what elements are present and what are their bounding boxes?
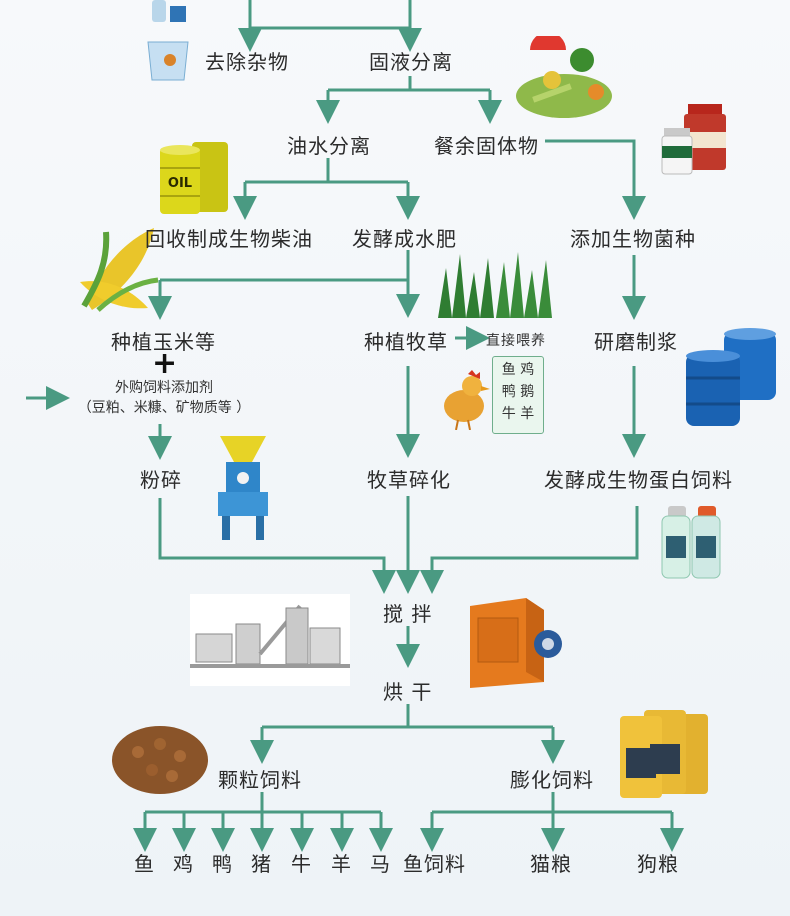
node-dry: 烘 干 xyxy=(383,680,433,704)
node-plant-grass: 种植牧草 xyxy=(364,330,448,354)
node-grind-slurry: 研磨制浆 xyxy=(594,330,678,354)
purchased-feed-detail: （豆粕、米糠、矿物质等 ） xyxy=(77,400,251,416)
node-protein-feed: 发酵成生物蛋白饲料 xyxy=(544,468,733,492)
output-dog-food: 狗粮 xyxy=(637,852,679,876)
node-mix: 搅 拌 xyxy=(383,602,433,626)
node-oil-water-separation: 油水分离 xyxy=(287,134,371,158)
protein-bottles-picture xyxy=(661,506,721,579)
plus-sign: + xyxy=(152,346,179,381)
food-scraps-picture xyxy=(516,36,612,118)
node-biodiesel: 回收制成生物柴油 xyxy=(145,227,313,251)
pellet-feed-picture xyxy=(112,726,208,794)
blue-drums-picture xyxy=(686,328,776,426)
production-line-picture xyxy=(190,594,350,686)
output-horse: 马 xyxy=(370,852,391,876)
output-sheep: 羊 xyxy=(331,852,352,876)
oil-label: OIL xyxy=(168,176,192,191)
node-purchased-feed: 外购饲料添加剂 （豆粕、米糠、矿物质等 ） xyxy=(64,378,264,418)
output-fish-feed: 鱼饲料 xyxy=(403,852,466,876)
output-fish: 鱼 xyxy=(134,852,155,876)
node-solid-liquid-separation: 固液分离 xyxy=(369,50,453,74)
node-pellet-feed: 颗粒饲料 xyxy=(218,768,302,792)
output-cattle: 牛 xyxy=(291,852,312,876)
output-duck: 鸭 xyxy=(212,852,233,876)
livestock-box: 鱼 鸡 鸭 鹅 牛 羊 xyxy=(492,356,544,434)
node-grass-crush: 牧草碎化 xyxy=(367,468,451,492)
node-plant-corn: 种植玉米等 xyxy=(111,330,216,354)
output-cat-food: 猫粮 xyxy=(530,852,572,876)
output-chicken: 鸡 xyxy=(173,852,194,876)
chicken-picture xyxy=(444,370,490,430)
bacteria-bottles-picture xyxy=(661,104,726,175)
livestock-row: 牛 羊 xyxy=(501,406,535,422)
node-crush: 粉碎 xyxy=(140,468,182,492)
dryer-machine-picture xyxy=(470,598,562,688)
output-pig: 猪 xyxy=(251,852,272,876)
oil-barrels-picture: OIL xyxy=(160,142,228,214)
node-ferment-water-fertilizer: 发酵成水肥 xyxy=(352,227,457,251)
crusher-machine-picture xyxy=(218,436,268,540)
node-puffed-feed: 膨化饲料 xyxy=(510,768,594,792)
plastic-waste-picture xyxy=(147,0,189,81)
puffed-feed-bags-picture xyxy=(620,710,708,798)
node-food-solids: 餐余固体物 xyxy=(434,134,539,158)
node-add-bacteria: 添加生物菌种 xyxy=(570,227,696,251)
livestock-row: 鱼 鸡 xyxy=(501,362,535,378)
purchased-feed-title: 外购饲料添加剂 xyxy=(115,380,213,396)
livestock-row: 鸭 鹅 xyxy=(501,384,535,400)
node-direct-feed: 直接喂养 xyxy=(486,333,546,349)
corn-picture xyxy=(80,228,159,312)
grass-picture xyxy=(438,252,552,318)
node-remove-impurities: 去除杂物 xyxy=(205,50,289,74)
